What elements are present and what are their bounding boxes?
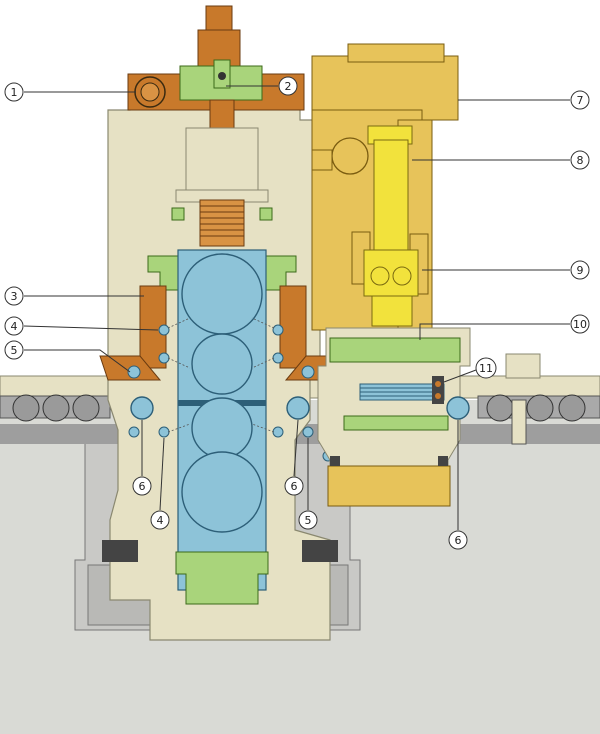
callout-9: 9: [422, 260, 590, 280]
right-side-guide: [279, 285, 307, 369]
callout-3: 3: [4, 286, 144, 306]
svg-text:5: 5: [11, 344, 18, 357]
callout-11: 11: [443, 357, 497, 383]
callout-8: 8: [412, 150, 590, 170]
svg-text:8: 8: [577, 154, 584, 167]
callout-1: 1: [4, 82, 136, 102]
svg-text:6: 6: [291, 480, 298, 493]
drive-spindle: [363, 125, 419, 327]
upper-backup-roll: [181, 253, 263, 335]
svg-text:2: 2: [285, 80, 292, 93]
svg-text:5: 5: [305, 514, 312, 527]
lower-work-roll: [191, 397, 253, 459]
right-upper-chock: [329, 337, 461, 363]
svg-text:10: 10: [573, 318, 587, 331]
svg-text:7: 7: [577, 94, 584, 107]
svg-text:9: 9: [577, 264, 584, 277]
callout-5b: 5: [298, 438, 318, 530]
upper-work-roll: [191, 333, 253, 395]
callout-6b: 6: [284, 419, 304, 496]
right-lower-chock: [343, 415, 449, 431]
callout-5a: 5: [4, 340, 131, 373]
callout-10: 10: [419, 314, 590, 340]
svg-text:6: 6: [455, 534, 462, 547]
strip-guide-plates: [359, 383, 445, 401]
svg-text:1: 1: [11, 86, 18, 99]
screw-spindle: [199, 199, 245, 247]
svg-text:3: 3: [11, 290, 18, 303]
left-roller-table: [0, 394, 111, 422]
lower-backup-roll: [181, 451, 263, 533]
callout-6c: 6: [448, 420, 468, 550]
callout-4b: 4: [150, 437, 170, 530]
svg-text:6: 6: [139, 480, 146, 493]
right-entry-guide-roll: [286, 396, 310, 420]
callout-4a: 4: [4, 316, 159, 336]
right-exit-guide-roll: [446, 396, 470, 420]
svg-text:11: 11: [479, 362, 493, 375]
roll-stack: [177, 249, 267, 591]
callout-2: 2: [226, 76, 298, 96]
lower-chock: [175, 551, 269, 605]
callout-7: 7: [458, 90, 590, 110]
left-entry-guide-roll: [130, 396, 154, 420]
svg-text:4: 4: [157, 514, 164, 527]
callout-6a: 6: [132, 420, 152, 496]
svg-text:4: 4: [11, 320, 18, 333]
right-roller-table: [477, 353, 600, 445]
